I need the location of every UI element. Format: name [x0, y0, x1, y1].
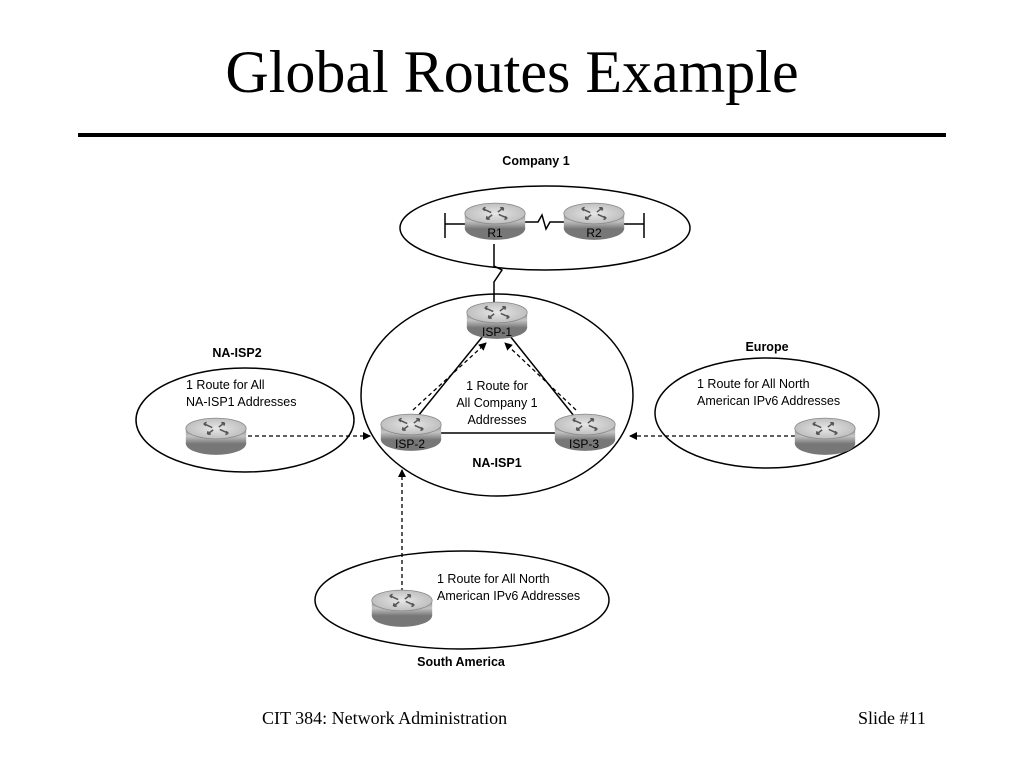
- company1-label: Company 1: [502, 154, 569, 168]
- na-isp1-note-line1: 1 Route for: [466, 379, 528, 393]
- route-advertisement-arrows: [248, 342, 795, 592]
- na-isp1-region: [360, 293, 634, 497]
- footer-slide-number: Slide #11: [858, 708, 926, 728]
- r1-r2-serial-link: [523, 213, 566, 231]
- europe-region: [654, 357, 880, 469]
- europe-label: Europe: [745, 340, 788, 354]
- na-isp1-label: NA-ISP1: [472, 456, 521, 470]
- south-america-note-line1: 1 Route for All North: [437, 572, 550, 586]
- title-divider: [78, 133, 946, 137]
- company1-lan-segments: [444, 213, 645, 238]
- na-isp1-note-line3: Addresses: [467, 413, 526, 427]
- r1-isp1-serial-link: [493, 244, 504, 303]
- na-isp2-note-line1: 1 Route for All: [186, 378, 265, 392]
- na-isp2-note-line2: NA-ISP1 Addresses: [186, 395, 296, 409]
- router-isp1-label: ISP-1: [482, 325, 512, 339]
- south-america-label: South America: [417, 655, 506, 669]
- na-isp2-label: NA-ISP2: [212, 346, 261, 360]
- router-europe-icon: [794, 417, 856, 456]
- south-america-region: [314, 550, 610, 650]
- router-isp2-label: ISP-2: [395, 437, 425, 451]
- router-r1-label: R1: [487, 226, 503, 240]
- company1-region: [399, 185, 691, 271]
- na-isp1-note-line2: All Company 1: [456, 396, 537, 410]
- footer-course: CIT 384: Network Administration: [262, 708, 508, 728]
- router-r2-label: R2: [586, 226, 602, 240]
- south-america-note-line2: American IPv6 Addresses: [437, 589, 580, 603]
- router-isp3-label: ISP-3: [569, 437, 599, 451]
- na-isp2-region: [135, 367, 355, 473]
- router-na-isp2-icon: [185, 417, 247, 456]
- europe-note-line2: American IPv6 Addresses: [697, 394, 840, 408]
- europe-note-line1: 1 Route for All North: [697, 377, 810, 391]
- router-south-america-icon: [371, 589, 433, 628]
- slide-title: Global Routes Example: [225, 39, 799, 105]
